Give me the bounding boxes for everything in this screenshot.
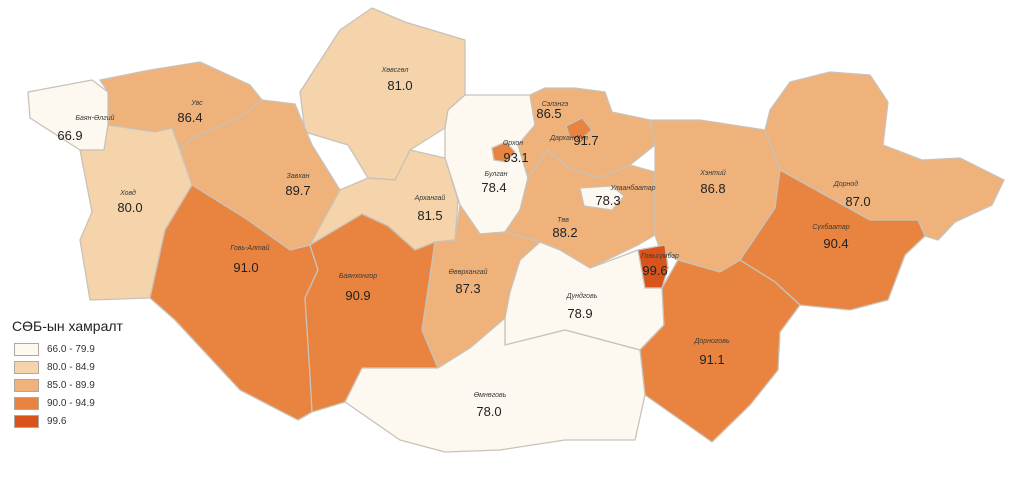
region-value-label: 78.3 xyxy=(595,193,620,208)
region-value-label: 78.4 xyxy=(481,180,506,195)
region-name-label: Говьсүмбэр xyxy=(641,252,679,260)
region-name-label: Баян-Өлгий xyxy=(75,114,114,122)
region-value-label: 66.9 xyxy=(57,128,82,143)
region-name-label: Баянхонгор xyxy=(339,273,377,280)
region-name-label: Сэлэнгэ xyxy=(542,101,569,108)
region-name-label: Архангай xyxy=(414,194,446,202)
legend-swatch xyxy=(14,396,39,410)
region-name-label: Ховд xyxy=(119,189,136,197)
legend-label: 66.0 - 79.9 xyxy=(47,343,95,355)
region-area-2 xyxy=(299,7,466,181)
region-name-label: Орхон xyxy=(503,140,523,147)
region-value-label: 80.0 xyxy=(117,200,142,215)
legend-swatch xyxy=(14,378,39,392)
legend-row: 85.0 - 89.9 xyxy=(14,376,123,394)
region-value-label: 86.4 xyxy=(177,110,202,125)
legend-label: 99.6 xyxy=(47,415,67,427)
legend-label: 90.0 - 94.9 xyxy=(47,397,95,409)
legend-swatch xyxy=(14,360,39,374)
region-value-label: 93.1 xyxy=(503,150,528,165)
region-name-label: Дорноговь xyxy=(693,338,729,345)
legend-label: 80.0 - 84.9 xyxy=(47,361,95,373)
region-value-label: 91.7 xyxy=(573,133,598,148)
region-name-label: Дархан-Уул xyxy=(549,135,588,142)
region-name-label: Улаанбаатар xyxy=(609,184,655,192)
legend-row: 90.0 - 94.9 xyxy=(14,394,123,412)
region-name-label: Дорнод xyxy=(833,180,858,188)
region-value-label: 87.3 xyxy=(455,281,480,296)
region-value-label: 78.9 xyxy=(567,306,592,321)
region-value-label: 87.0 xyxy=(845,194,870,209)
legend-label: 85.0 - 89.9 xyxy=(47,379,95,391)
region-value-label: 86.5 xyxy=(536,106,561,121)
region-area-11 xyxy=(579,185,625,211)
region-name-label: Төв xyxy=(557,217,569,224)
region-value-label: 89.7 xyxy=(285,183,310,198)
region-name-label: Өвөрхангай xyxy=(449,268,488,276)
region-value-label: 90.9 xyxy=(345,288,370,303)
region-name-label: Өмнөговь xyxy=(474,392,507,399)
legend-swatch xyxy=(14,414,39,428)
legend-row: 66.0 - 79.9 xyxy=(14,340,123,358)
region-name-label: Хэнтий xyxy=(699,169,726,177)
map-legend: СӨБ-ын хамралт 66.0 - 79.9 80.0 - 84.9 85.… xyxy=(12,318,123,430)
legend-row: 80.0 - 84.9 xyxy=(14,358,123,376)
legend-swatch xyxy=(14,342,39,356)
region-name-label: Сүхбаатар xyxy=(812,223,849,231)
region-area-9 xyxy=(565,117,593,141)
region-value-label: 78.0 xyxy=(476,404,501,419)
region-value-label: 91.1 xyxy=(699,352,724,367)
region-value-label: 91.0 xyxy=(233,260,258,275)
region-name-label: Завхан xyxy=(286,173,309,180)
region-value-label: 81.0 xyxy=(387,78,412,93)
region-area-21 xyxy=(344,317,646,453)
region-name-label: Говь-Алтай xyxy=(230,244,269,252)
region-name-label: Булган xyxy=(485,171,508,178)
region-name-label: Увс xyxy=(190,100,203,107)
region-value-label: 81.5 xyxy=(417,208,442,223)
region-value-label: 99.6 xyxy=(642,263,667,278)
region-value-label: 90.4 xyxy=(823,236,848,251)
region-value-label: 86.8 xyxy=(700,181,725,196)
region-value-label: 88.2 xyxy=(552,225,577,240)
region-area-20 xyxy=(639,259,801,443)
legend-title: СӨБ-ын хамралт xyxy=(12,318,123,334)
legend-row: 99.6 xyxy=(14,412,123,430)
region-area-7 xyxy=(491,141,516,163)
region-name-label: Хөвсгөл xyxy=(381,67,409,74)
region-name-label: Дундговь xyxy=(566,292,598,300)
